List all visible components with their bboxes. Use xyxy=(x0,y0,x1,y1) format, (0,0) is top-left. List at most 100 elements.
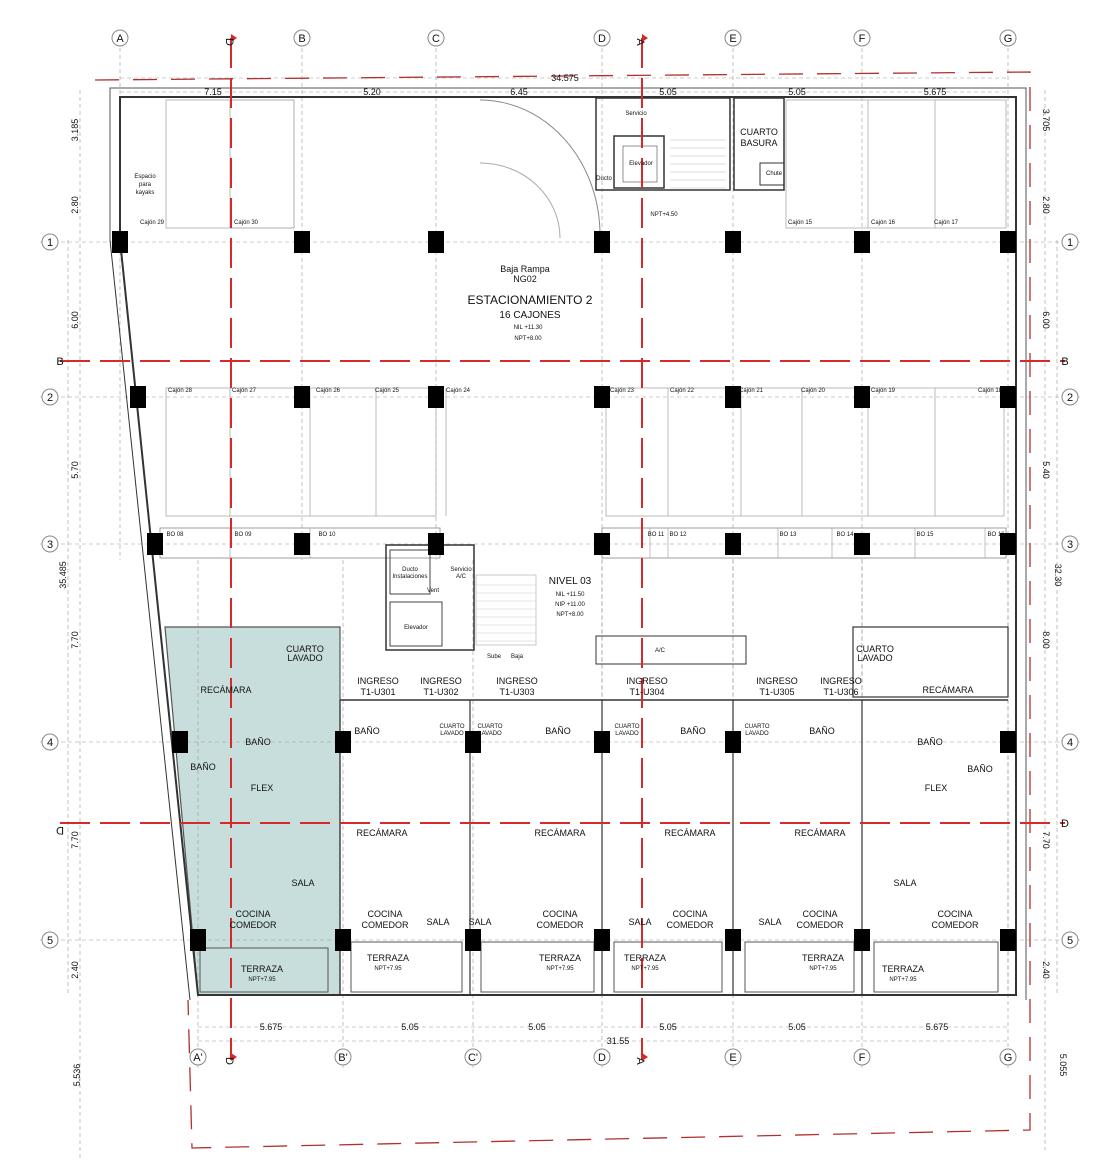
grid-bubble xyxy=(334,1048,352,1066)
bathroom-label: BAÑO xyxy=(680,726,706,736)
chute xyxy=(759,162,785,186)
service-label: Servicio xyxy=(450,567,472,573)
service-label: Servicio xyxy=(625,111,647,117)
terrace-railing xyxy=(873,941,999,993)
parking-count: 16 CAJONES xyxy=(499,310,560,321)
grid-bubble xyxy=(1061,388,1079,406)
living-label: SALA xyxy=(426,917,449,927)
grid-label-row: 5 xyxy=(1067,935,1073,947)
bathroom-label: BAÑO xyxy=(190,762,216,772)
parking-stall-label: Cajón 15 xyxy=(788,220,813,226)
structural-column xyxy=(190,929,206,951)
kitchen-label: COCINA xyxy=(672,909,707,919)
parking-stall-label: Cajón 27 xyxy=(232,388,257,394)
laundry-label: CUARTO xyxy=(614,724,639,730)
bathroom-label: BAÑO xyxy=(967,764,993,774)
property-boundary xyxy=(94,71,1031,1149)
laundry-label: LAVADO xyxy=(857,653,892,663)
stair-down-label: Baja xyxy=(511,654,524,660)
grid-bubble xyxy=(41,233,59,251)
structural-column xyxy=(130,386,146,408)
structural-column xyxy=(594,533,610,555)
dining-label: COMEDOR xyxy=(537,920,585,930)
bathroom-label: BAÑO xyxy=(545,726,571,736)
grid-bubble xyxy=(1061,733,1079,751)
structural-column xyxy=(172,731,188,753)
trash-room-label: BASURA xyxy=(740,138,777,148)
bedroom-label: RECÁMARA xyxy=(200,685,251,695)
dimension-top: 5.20 xyxy=(363,87,381,97)
grid-label-row: 4 xyxy=(1067,737,1073,749)
structural-column xyxy=(725,386,741,408)
dimension-left: 3.185 xyxy=(70,119,80,142)
kitchen-label: COCINA xyxy=(542,909,577,919)
structural-column xyxy=(725,731,741,753)
dimension-bottom: 5.675 xyxy=(926,1022,949,1032)
section-marker-label: B xyxy=(1061,356,1068,368)
section-marker-label: D xyxy=(56,824,64,836)
section-lines-layer xyxy=(60,34,1065,1149)
terrace-label: TERRAZA xyxy=(882,964,924,974)
terrace-railing xyxy=(613,941,723,993)
unit-entry-label: INGRESO xyxy=(820,676,862,686)
parking-stall-label: Cajón 16 xyxy=(871,220,896,226)
storage-label: BO 16 xyxy=(987,532,1005,538)
dimension-left: 5.70 xyxy=(70,461,80,479)
grid-label-bottom: D xyxy=(598,1052,606,1064)
parking-title: ESTACIONAMIENTO 2 xyxy=(468,293,593,307)
dimension-top: 7.15 xyxy=(204,87,222,97)
terrace-level: NPT+7.95 xyxy=(248,977,276,983)
living-label: SALA xyxy=(468,917,491,927)
dimension-bottom: 5.675 xyxy=(260,1022,283,1032)
laundry-label: LAVADO xyxy=(745,731,769,737)
duct-label: Ducto xyxy=(402,567,418,573)
unit-entry-label: T1-U301 xyxy=(360,687,395,697)
level-npt: NPT+4.50 xyxy=(650,212,678,218)
level-npt: NPT+8.00 xyxy=(514,336,542,342)
grid-label-row: 1 xyxy=(1067,237,1073,249)
vent-label: Vent xyxy=(427,588,439,594)
parking-stall xyxy=(785,99,1007,229)
parking-stall-label: Cajón 26 xyxy=(316,388,341,394)
parking-stall-label: Cajón 21 xyxy=(739,388,764,394)
grid-label-row: 3 xyxy=(47,539,53,551)
section-arrow-icon xyxy=(231,1053,237,1061)
structural-column xyxy=(112,231,128,253)
unit-entry-label: T1-U302 xyxy=(423,687,458,697)
grid-label-row: 2 xyxy=(47,392,53,404)
structural-column xyxy=(428,386,444,408)
parking-stall-label: Cajón 18 xyxy=(978,388,1003,394)
parking-stall-label: Cajón 22 xyxy=(670,388,695,394)
parking-row xyxy=(605,387,1005,517)
level-nil: NIL +11.50 xyxy=(556,592,586,598)
dimension-left: 5.536 xyxy=(72,1064,82,1087)
dimension-right: 6.00 xyxy=(1041,311,1051,329)
structural-column xyxy=(854,386,870,408)
structural-column xyxy=(594,231,610,253)
parking-stall-label: Cajón 30 xyxy=(234,220,259,226)
storage-label: BO 13 xyxy=(779,532,797,538)
structural-column xyxy=(294,533,310,555)
terrace-railing xyxy=(350,941,463,993)
grid-label-top: B xyxy=(298,33,305,45)
unit-entry-label: T1-U305 xyxy=(759,687,794,697)
outer-outline xyxy=(109,87,1027,1000)
structural-column xyxy=(428,533,444,555)
section-marker-label: D xyxy=(223,38,235,46)
terrace-level: NPT+7.95 xyxy=(889,977,917,983)
dimension-bottom: 5.05 xyxy=(401,1022,419,1032)
laundry-label: LAVADO xyxy=(615,731,639,737)
dimension-top: 6.45 xyxy=(510,87,528,97)
unit-entry-label: INGRESO xyxy=(420,676,462,686)
terrace-label: TERRAZA xyxy=(367,953,409,963)
stair-up-label: Sube xyxy=(487,654,502,660)
stair-core xyxy=(595,97,731,191)
dimension-right: 3.705 xyxy=(1041,109,1051,132)
columns-layer xyxy=(112,231,1016,951)
duct-label: Instalaciones xyxy=(392,574,427,580)
flex-label: FLEX xyxy=(251,783,274,793)
parking-stall xyxy=(229,99,295,229)
level-title: NIVEL 03 xyxy=(549,576,592,587)
dimension-top: 5.05 xyxy=(659,87,677,97)
structural-column xyxy=(147,533,163,555)
